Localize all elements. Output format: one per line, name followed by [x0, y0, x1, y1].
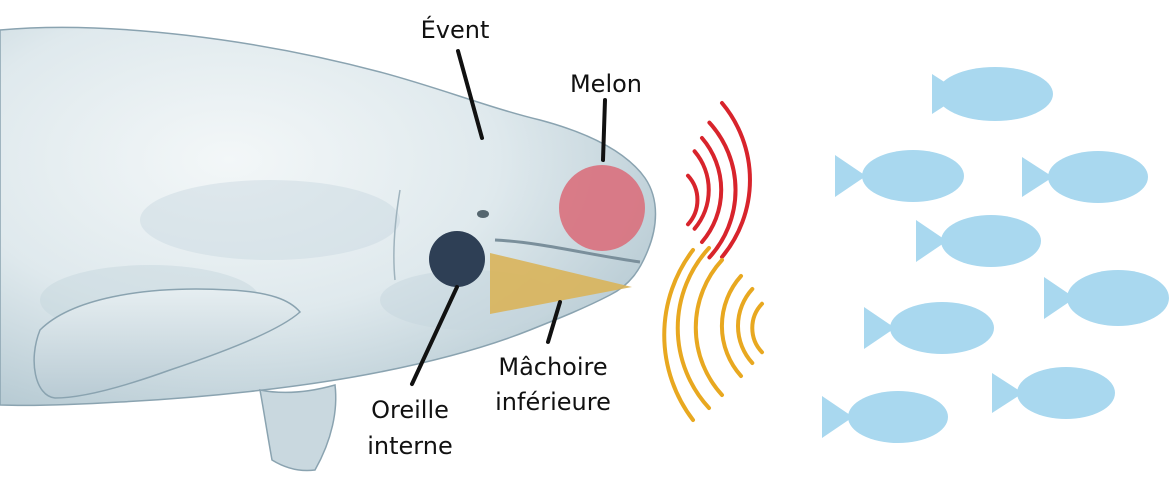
fish-school — [822, 67, 1169, 443]
fish-icon — [864, 302, 994, 354]
lower-jaw-label-line2: inférieure — [495, 388, 611, 416]
fish-icon — [1044, 270, 1169, 326]
whale-lower-fin — [260, 385, 336, 471]
fish-icon — [1022, 151, 1148, 203]
lower-jaw-label-line1: Mâchoire — [498, 353, 607, 381]
inner-ear-label-line2: interne — [367, 432, 452, 460]
whale-shading — [140, 180, 400, 260]
echo-wave — [752, 304, 762, 352]
echo-wave — [738, 289, 752, 363]
echo-wave — [696, 260, 722, 395]
fish-icon — [822, 391, 948, 443]
fish-icon — [932, 67, 1053, 121]
outgoing-sound-waves — [688, 103, 750, 257]
melon-leader-line — [603, 100, 605, 160]
echo-wave — [678, 248, 709, 408]
whale-eye — [477, 210, 489, 218]
fish-icon — [992, 367, 1115, 419]
inner-ear-marker — [429, 231, 485, 287]
outgoing-wave — [702, 138, 721, 242]
fish-icon — [916, 215, 1041, 267]
returning-echo-waves — [664, 248, 762, 420]
inner-ear-label-line1: Oreille — [371, 396, 449, 424]
outgoing-wave — [688, 176, 697, 225]
blowhole-label: Évent — [421, 15, 490, 44]
melon-marker — [559, 165, 645, 251]
fish-icon — [835, 150, 964, 202]
melon-label: Melon — [570, 70, 642, 98]
